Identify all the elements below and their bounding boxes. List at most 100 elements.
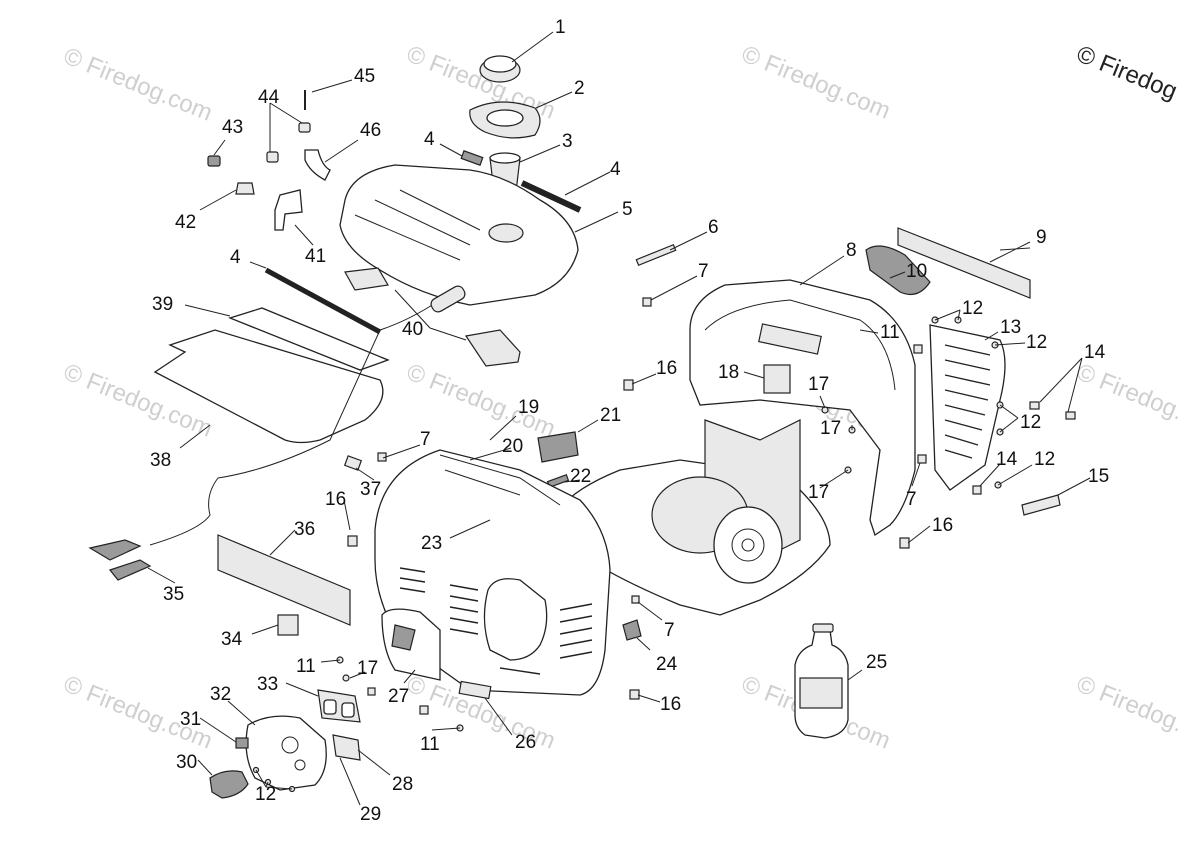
part-breaker [332,734,361,761]
part-bolt [631,595,640,604]
part-vent-cover [865,245,931,295]
callout-number: 4 [610,159,621,180]
part-strip [460,150,484,166]
callout-layer: 1 2 3 4 4 4 5 6 7 7 7 7 8 9 10 11 11 11 … [150,17,1109,825]
part-oil-bottle-cap [812,623,834,633]
part-strip-long [520,180,582,213]
callout-number: 30 [176,752,197,773]
callout-number: 37 [360,479,381,500]
part-fitting [207,155,221,167]
part-outlet-hole [294,759,306,771]
callout-number: 43 [222,117,243,138]
callout-number: 1 [555,17,566,38]
callout-number: 31 [180,709,201,730]
part-fan-hub [731,528,765,562]
part-bolt [367,687,376,696]
part-outlet-socket [341,702,355,718]
callout-number: 16 [660,694,681,715]
callout-number: 16 [656,358,677,379]
callout-number: 17 [808,374,829,395]
callout-number: 18 [718,362,739,383]
callout-number: 10 [906,261,927,282]
callout-number: 28 [392,774,413,795]
part-fan-hub-inner [741,538,755,552]
callout-number: 45 [354,66,375,87]
callout-number: 20 [502,436,523,457]
callout-number: 17 [808,482,829,503]
callout-number: 21 [600,405,621,426]
part-clamp [88,539,142,561]
callout-number: 7 [664,620,675,641]
part-outlet-socket [323,699,337,715]
callout-number: 12 [1026,332,1047,353]
callout-number: 22 [570,466,591,487]
callout-number: 13 [1000,317,1021,338]
callout-number: 16 [325,489,346,510]
callout-number: 42 [175,212,196,233]
part-clamp [108,559,152,581]
part-box [537,431,579,463]
callout-number: 38 [150,450,171,471]
callout-number: 41 [305,246,326,267]
callout-number: 3 [562,131,573,152]
part-bolt [629,689,640,700]
part-tank-bracket [464,329,521,367]
part-front-shell-window [483,578,548,661]
callout-number: 12 [1020,412,1041,433]
part-rear-shell-handle [758,323,822,355]
watermark: © Firedog.com [60,43,216,127]
callout-number: 35 [163,584,184,605]
callout-number: 4 [230,247,241,268]
callout-number: 23 [421,533,442,554]
watermark: © Firedog.com [1073,359,1180,443]
callout-number: 2 [574,78,585,99]
part-small-switch [235,737,249,749]
callout-number: 33 [257,674,278,695]
callout-number: 29 [360,804,381,825]
part-cap [298,122,311,133]
part-bolt [917,454,927,464]
callout-number: 16 [932,515,953,536]
part-gasket-hole [486,109,524,127]
callout-number: 14 [1084,342,1106,363]
part-bolt [419,705,429,715]
callout-number: 25 [866,652,887,673]
callout-number: 11 [296,656,316,677]
part-bolt [1065,411,1076,420]
callout-number: 7 [698,261,709,282]
callout-number: 4 [424,129,435,150]
part-bolt [642,297,652,307]
leader-lines [147,31,1091,806]
callout-number: 11 [420,734,440,755]
callout-number: 6 [708,217,719,238]
callout-number: 46 [360,120,381,141]
callout-number: 26 [515,732,536,753]
part-label-front [458,680,492,700]
callout-number: 12 [255,784,276,805]
part-dc-socket [209,770,249,799]
callout-number: 17 [820,418,841,439]
callout-number: 14 [996,449,1018,470]
callout-number: 12 [962,298,983,319]
part-tank-bracket [344,267,389,291]
part-front-shell-top [439,454,561,506]
watermark-corner: © Firedog [1073,41,1180,106]
watermark: © Firedog.com [1073,671,1180,755]
part-outlet-panel [245,715,327,791]
part-fuel-tank-neck [488,223,524,243]
part-rear-shell-inner [704,299,896,391]
callout-number: 44 [258,87,280,108]
callout-number: 36 [294,519,315,540]
part-cap [266,151,279,163]
part-valve [235,182,255,195]
callout-number: 27 [388,686,409,707]
part-label-panel [217,534,351,626]
parts-layer [88,31,1091,806]
part-hose [304,149,331,181]
callout-number: 8 [846,240,857,261]
part-label-strip [635,243,677,267]
part-strainer-rim [489,152,521,164]
callout-number: 15 [1088,466,1109,487]
part-bolt [972,485,982,495]
